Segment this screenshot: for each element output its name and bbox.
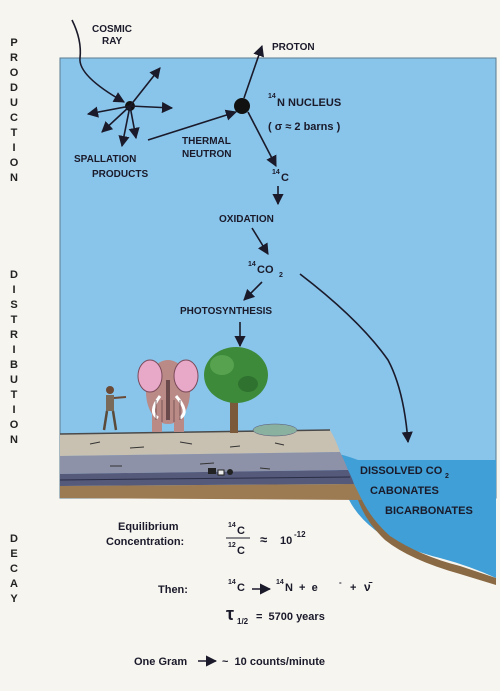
side-label-letter: O	[9, 419, 19, 431]
spallation-arrow-e	[129, 101, 174, 114]
spallation-arrow-sw	[101, 105, 131, 133]
side-label-letter: E	[10, 548, 18, 560]
tree-illustration	[204, 347, 268, 433]
side-label-letter: Y	[10, 593, 18, 605]
frac-denominator: C	[237, 545, 245, 557]
equilibrium-label-2: Concentration:	[106, 536, 184, 548]
mammoth-illustration	[137, 359, 199, 432]
side-label-letter: U	[10, 374, 18, 386]
one-gram-label: One Gram	[134, 656, 187, 668]
side-label-letter: P	[10, 37, 18, 49]
then-label: Then:	[158, 584, 188, 596]
side-label-letter: S	[10, 299, 18, 311]
spallation-label: SPALLATION	[74, 154, 136, 165]
products-label: PRODUCTS	[92, 169, 148, 180]
decay-lhs: C	[237, 582, 245, 594]
ten-base: 10	[280, 535, 292, 547]
side-label-letter: I	[12, 284, 16, 296]
spallation-arrow-w	[86, 105, 131, 118]
co2-label: CO	[257, 264, 274, 276]
oxidation-label: OXIDATION	[219, 214, 274, 225]
side-label-letter: T	[10, 314, 18, 326]
counts-per-minute-label: ~ 10 counts/minute	[222, 656, 325, 668]
frac-num-superscript: 14	[228, 522, 236, 529]
side-label-letter: D	[10, 533, 18, 545]
tau-subscript: 1/2	[237, 617, 249, 626]
side-label-letter: I	[12, 404, 16, 416]
cosmic-ray-label-2: RAY	[102, 36, 123, 47]
n14-nucleus-label: N NUCLEUS	[277, 97, 341, 109]
side-label-letter: T	[10, 389, 18, 401]
side-label-letter: T	[10, 127, 18, 139]
cosmic-ray-label-1: COSMIC	[92, 24, 132, 35]
carbonates-label: CABONATES	[370, 485, 439, 497]
equilibrium-label-1: Equilibrium	[118, 521, 179, 533]
buried-fossils	[208, 468, 233, 476]
ground-strata	[59, 429, 496, 585]
decay-plus: +	[350, 582, 356, 594]
c14-arrow	[247, 111, 277, 167]
n14-superscript: 14	[268, 93, 276, 100]
c14-superscript: 14	[272, 169, 280, 176]
side-label-letter: R	[10, 329, 18, 341]
bicarbonates-label: BICARBONATES	[385, 505, 473, 517]
side-label-letter: D	[10, 269, 18, 281]
cross-section-label: ( σ ≈ 2 barns )	[268, 121, 341, 133]
frac-numerator: C	[237, 525, 245, 537]
oxidation-arrow-2	[251, 227, 269, 255]
neutron-label: NEUTRON	[182, 149, 231, 160]
proton-label: PROTON	[272, 42, 315, 53]
dissolved-co2-label: DISSOLVED CO	[360, 465, 443, 477]
spallation-arrow-se	[128, 105, 140, 140]
tau-symbol: τ	[226, 604, 234, 624]
thermal-label: THERMAL	[182, 136, 231, 147]
side-label-letter: C	[10, 112, 18, 124]
flow-arrows	[71, 19, 413, 444]
approx-sign: ≈	[260, 532, 267, 547]
c14-label: C	[281, 172, 289, 184]
co2-to-photosynthesis-arrow	[243, 281, 263, 301]
side-label-letter: O	[9, 157, 19, 169]
decay-rhs: N + e	[285, 582, 318, 594]
spallation-arrow-s	[118, 105, 131, 148]
ocean-water	[330, 452, 496, 578]
side-label-letter: N	[10, 172, 18, 184]
side-label-letter: D	[10, 82, 18, 94]
spallation-arrow-ne	[129, 67, 161, 107]
ten-exponent: -12	[294, 530, 306, 539]
side-label-letter: R	[10, 52, 18, 64]
photosynthesis-label: PHOTOSYNTHESIS	[180, 306, 272, 317]
antineutrino-symbol: ν̄	[364, 580, 373, 594]
neutron-arrow	[147, 109, 238, 141]
cosmic-ray-arrow	[71, 19, 125, 103]
side-label-letter: I	[12, 142, 16, 154]
human-figure	[102, 386, 127, 431]
proton-arrow	[243, 44, 264, 99]
bush	[252, 423, 298, 437]
side-label-letter: I	[12, 344, 16, 356]
frac-den-superscript: 12	[228, 542, 236, 549]
side-label-letter: B	[10, 359, 18, 371]
co2-superscript: 14	[248, 261, 256, 268]
side-label-letter: O	[9, 67, 19, 79]
decay-rhs-superscript: 14	[276, 579, 284, 586]
co2-to-ocean-arrow	[299, 273, 413, 444]
side-label-letter: A	[10, 578, 18, 590]
n14-nucleus-node	[234, 98, 250, 114]
side-label-letter: N	[10, 434, 18, 446]
dissolved-co2-subscript: 2	[445, 473, 449, 480]
side-label-letter: C	[10, 563, 18, 575]
decay-lhs-superscript: 14	[228, 579, 236, 586]
side-label-letter: U	[10, 97, 18, 109]
half-life-value: = 5700 years	[256, 611, 325, 623]
co2-subscript: 2	[279, 272, 283, 279]
electron-superscript: -	[339, 578, 342, 587]
